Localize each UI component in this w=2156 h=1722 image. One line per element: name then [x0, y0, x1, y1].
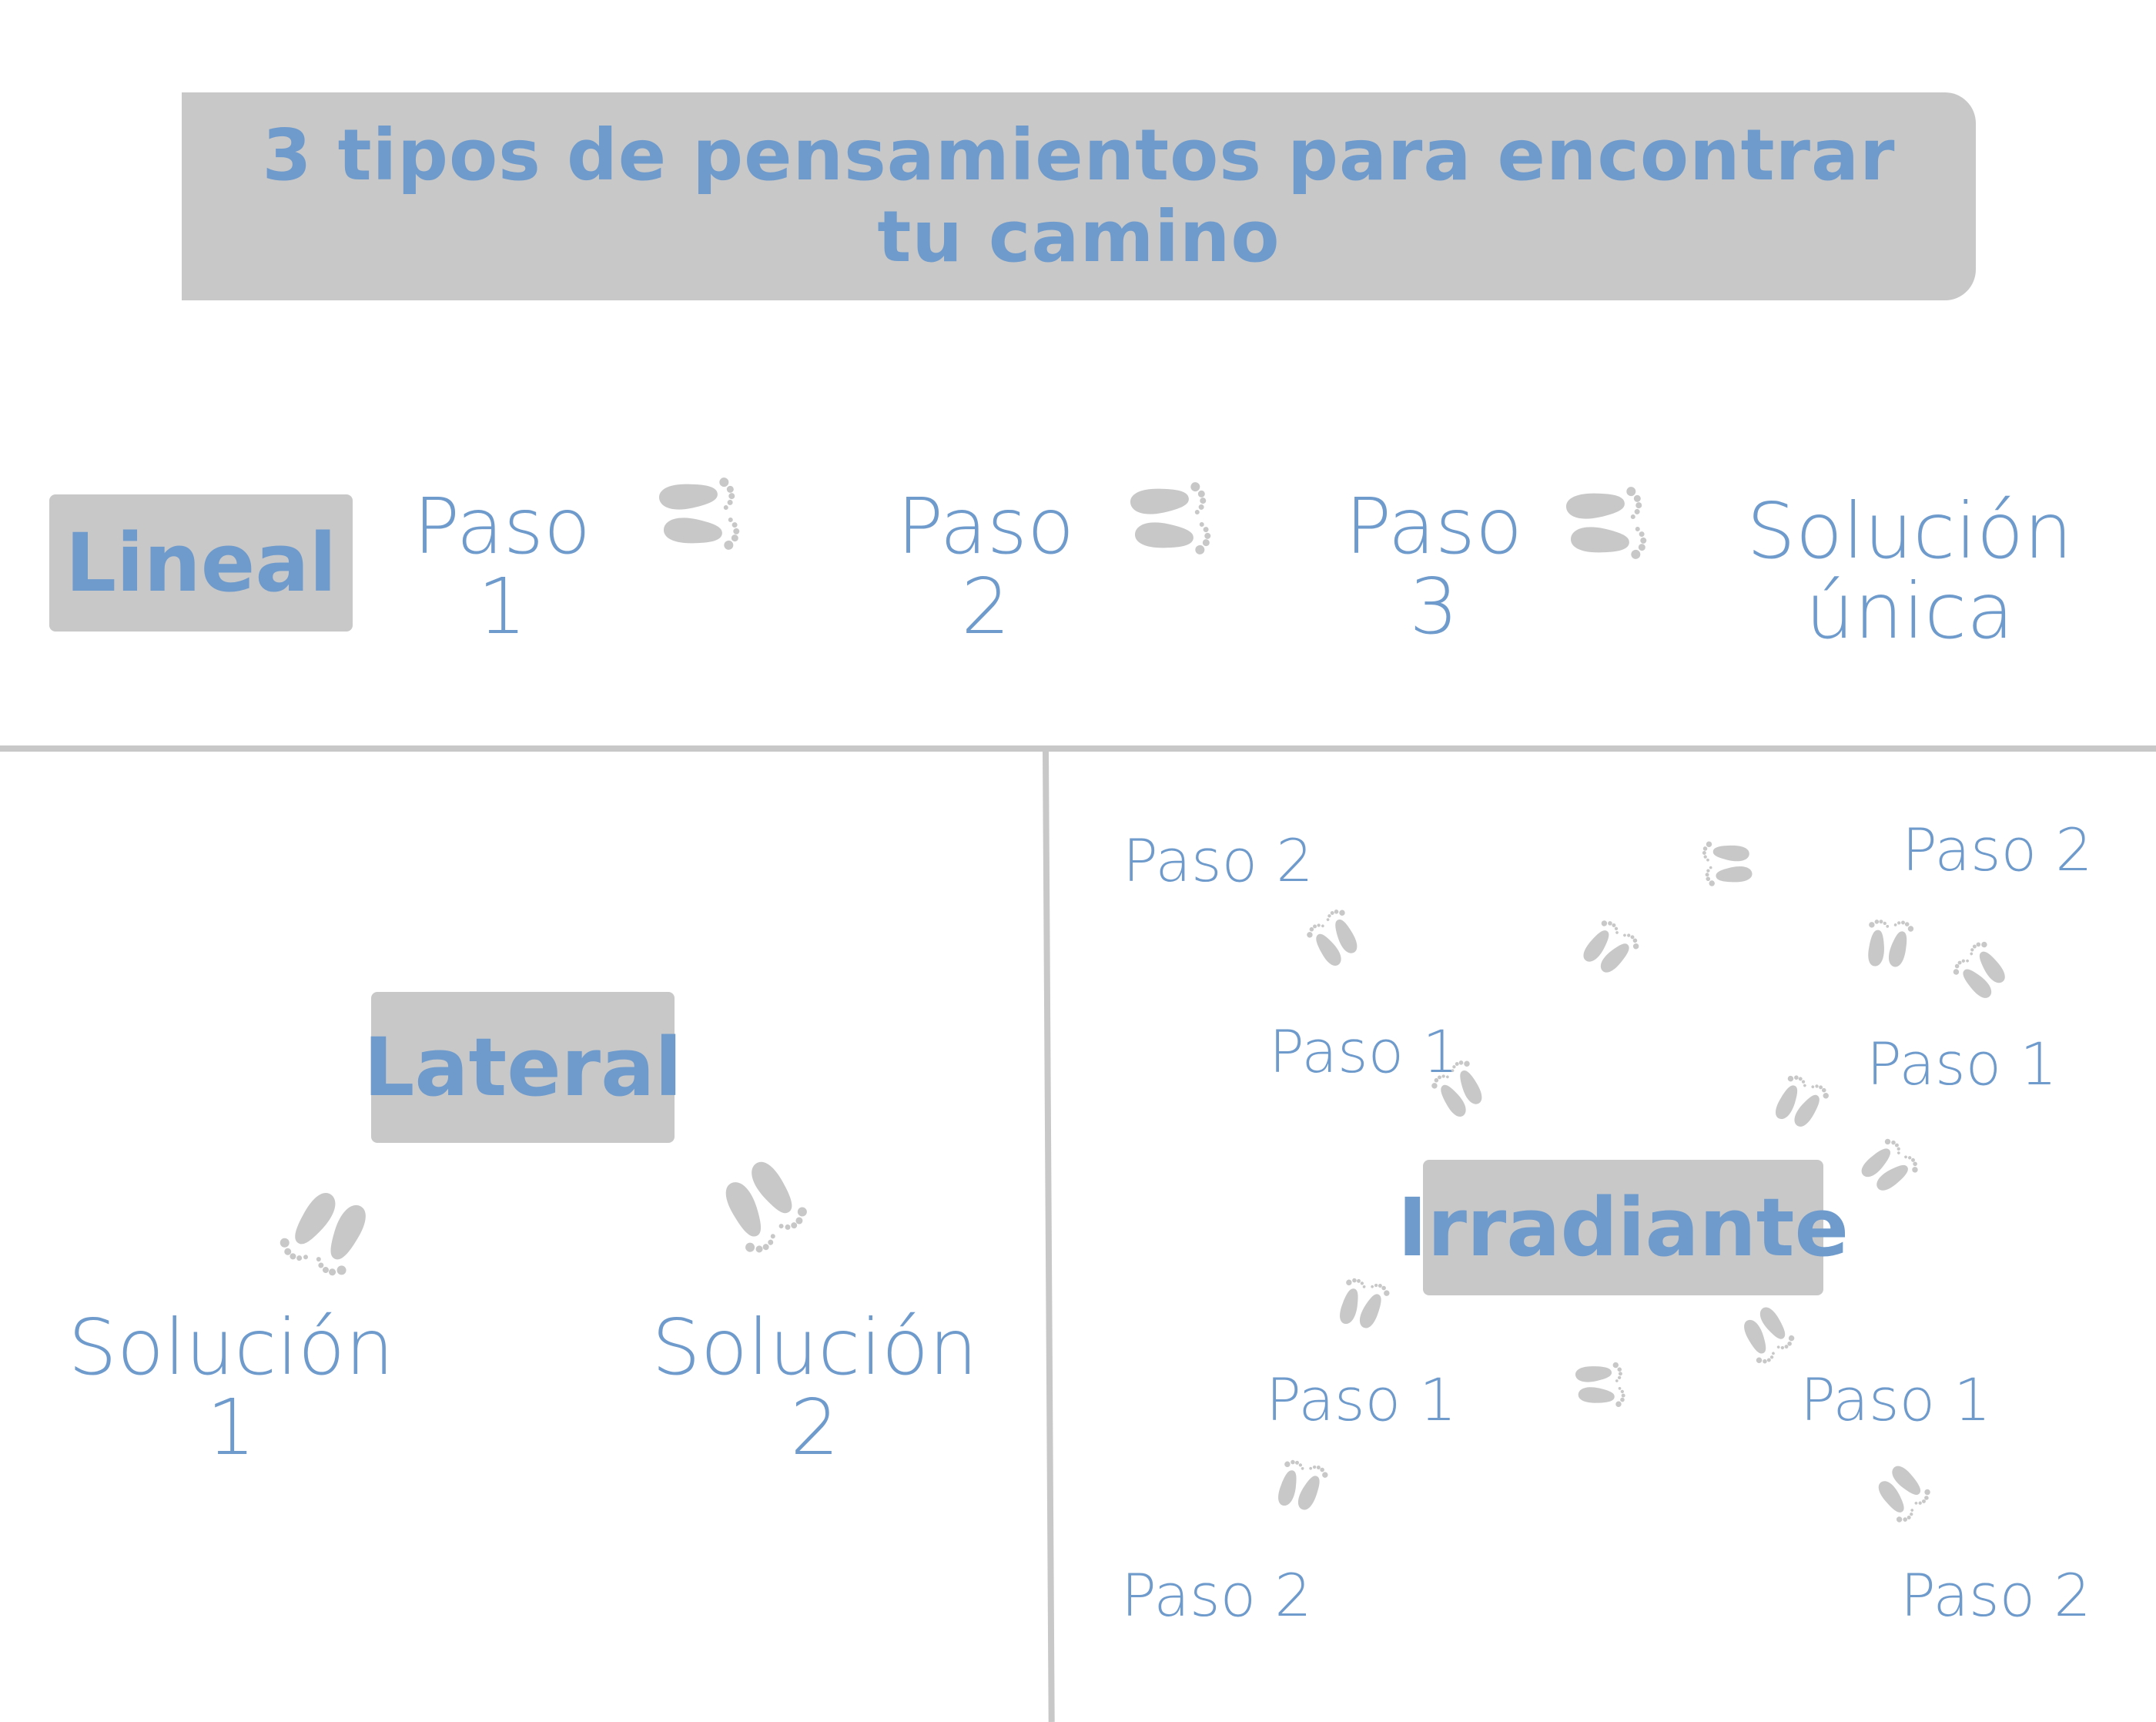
footprints-icon [1274, 1460, 1358, 1545]
footprints-icon [1571, 1359, 1656, 1443]
irradiante-step-top-left-2: Paso 2 [1123, 826, 1314, 895]
lineal-step-3: Paso 3 [1326, 487, 1542, 647]
lineal-step-2-line2: 2 [961, 561, 1010, 652]
lateral-label: Lateral [363, 1020, 682, 1114]
footprints-icon [1773, 1077, 1857, 1161]
irradiante-step-lower-left-1: Paso 1 [1266, 1365, 1457, 1434]
footprints-icon [1566, 488, 1682, 604]
lineal-label: Lineal [65, 516, 337, 610]
lineal-step-2-line1: Paso [896, 481, 1075, 571]
lateral-solution-1-line1: Solución [68, 1302, 394, 1392]
lineal-step-1: Paso 1 [394, 487, 610, 647]
footprints-icon [659, 479, 775, 595]
irradiante-step-bottom-left-2: Paso 2 [1121, 1561, 1312, 1630]
lateral-solution-2: Solución 2 [638, 1308, 992, 1468]
footprints-icon [1860, 1141, 1945, 1226]
lineal-step-1-line1: Paso [413, 481, 591, 571]
footprints-icon [1702, 835, 1786, 920]
lineal-solution-line2: única [1805, 566, 2014, 656]
footprints-icon [245, 1147, 383, 1278]
lineal-step-3-line1: Paso [1344, 481, 1523, 571]
vertical-divider [1043, 751, 1055, 1722]
irradiante-step-upper-right-1: Paso 1 [1866, 1030, 2057, 1098]
lineal-step-2: Paso 2 [878, 487, 1093, 647]
footprints-icon [1737, 1306, 1822, 1391]
footprints-icon [1335, 1278, 1420, 1363]
title-line-2: tu camino [877, 196, 1281, 278]
footprints-icon [1434, 1063, 1518, 1147]
lineal-label-box: Lineal [49, 494, 353, 632]
lineal-step-1-line2: 1 [477, 561, 527, 652]
irradiante-step-upper-left-1: Paso 1 [1269, 1017, 1460, 1086]
page-title: 3 tipos de pensamientos para encontrar t… [263, 115, 1896, 278]
title-line-1: 3 tipos de pensamientos para encontrar [262, 114, 1896, 196]
irradiante-step-top-right-2: Paso 2 [1902, 816, 2093, 884]
lateral-solution-2-line1: Solución [651, 1302, 978, 1392]
footprints-icon [1862, 918, 1947, 1003]
footprints-icon [1582, 923, 1666, 1007]
horizontal-divider [0, 745, 2156, 752]
footprints-icon [1130, 484, 1246, 599]
footprints-icon [1956, 944, 2040, 1029]
lateral-solution-1-line2: 1 [206, 1382, 256, 1472]
irradiante-label: Irradiante [1398, 1181, 1850, 1275]
irradiante-label-box: Irradiante [1398, 1160, 1849, 1295]
lineal-solution: Solución única [1717, 491, 2102, 652]
footprints-icon [678, 1147, 816, 1278]
title-banner: 3 tipos de pensamientos para encontrar t… [182, 92, 1976, 300]
irradiante-step-lower-right-1: Paso 1 [1800, 1365, 1991, 1434]
footprints-icon [1873, 1465, 1957, 1549]
lateral-label-box: Lateral [363, 992, 682, 1143]
lineal-step-3-line2: 3 [1409, 561, 1458, 652]
lateral-solution-2-line2: 2 [790, 1382, 839, 1472]
lateral-solution-1: Solución 1 [54, 1308, 408, 1468]
irradiante-step-bottom-right-2: Paso 2 [1900, 1561, 2091, 1630]
footprints-icon [1309, 912, 1394, 997]
lineal-solution-line1: Solución [1746, 486, 2073, 576]
